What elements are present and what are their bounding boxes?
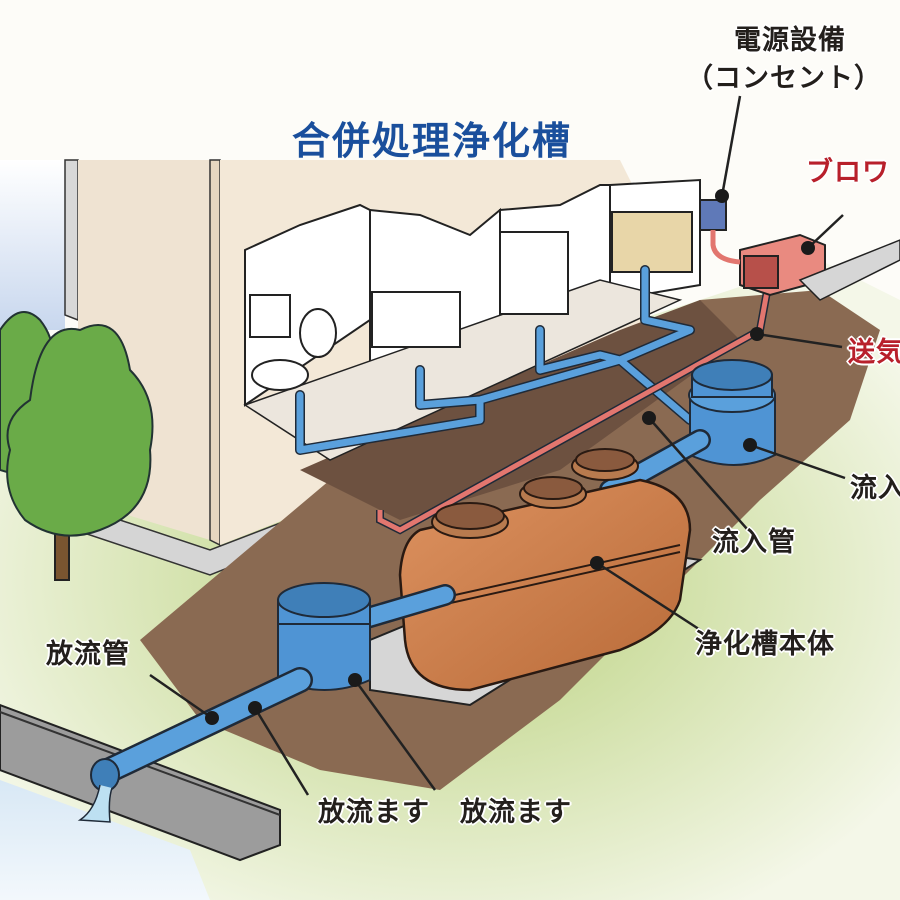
house-pillar: [64, 159, 79, 322]
tank-outlet-pipe: [351, 586, 454, 629]
label-tank-body: 浄化槽本体: [695, 629, 835, 660]
tank-manhole-3: [571, 448, 639, 481]
kitchen-counter: [611, 211, 693, 273]
toilet-tank: [249, 294, 291, 338]
drain-pipes: [296, 266, 694, 454]
label-inflow-box: 流入: [850, 473, 900, 504]
discharge-pipe: [99, 669, 311, 781]
leader-dots: [205, 189, 815, 725]
label-power-supply: 電源設備 （コンセント）: [686, 22, 882, 98]
diagram-title: 合併処理浄化槽: [292, 119, 573, 163]
label-power-supply-main: 電源設備: [734, 25, 846, 56]
power-cord: [710, 230, 741, 265]
label-discharge-box-1: 放流ます: [318, 797, 430, 828]
tank-manhole-2: [519, 476, 587, 509]
water-flow: [77, 784, 113, 823]
inflow-pipe: [601, 431, 709, 499]
power-outlet: [699, 199, 727, 231]
toilet-bowl: [251, 359, 309, 391]
label-blower: ブロワ: [806, 157, 890, 188]
label-discharge-box-2: 放流ます: [460, 797, 572, 828]
washing-machine: [499, 231, 569, 315]
tree-2: [6, 324, 154, 581]
label-power-supply-sub: （コンセント）: [686, 63, 882, 94]
bathtub: [371, 291, 461, 348]
label-discharge-pipe: 放流管: [46, 639, 130, 670]
label-inflow-pipe: 流入管: [712, 527, 796, 558]
drain-channel: [0, 703, 281, 862]
sky: [0, 160, 65, 330]
air-pipe: [377, 274, 773, 533]
label-air-pipe: 送気: [848, 337, 900, 368]
leader-lines: [149, 95, 846, 796]
tank-manhole-1: [431, 502, 509, 539]
water: [0, 780, 210, 900]
pipe-outlet: [90, 758, 120, 792]
toilet-lid: [299, 308, 337, 358]
